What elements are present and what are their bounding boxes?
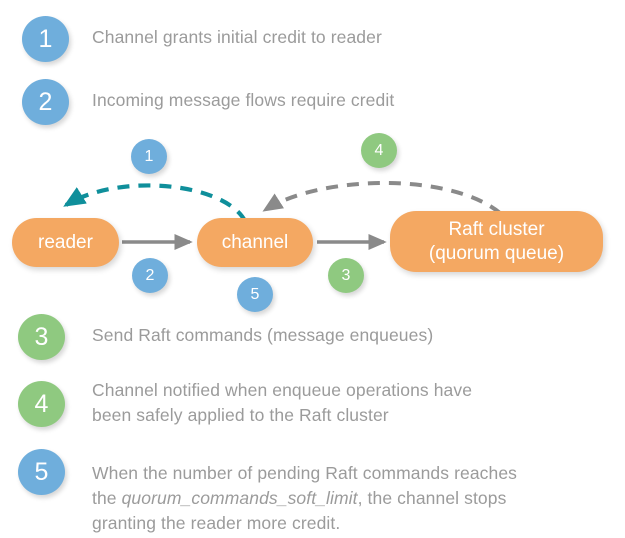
legend-badge-2: 2 [22, 79, 69, 125]
legend-text-3: Send Raft commands (message enqueues) [92, 325, 434, 345]
legend-badge-5: 5 [18, 449, 65, 495]
legend-text-5-italic: quorum_commands_soft_limit [121, 488, 358, 508]
node-reader-label: reader [38, 231, 93, 253]
node-raft-label-line2: (quorum queue) [428, 242, 565, 264]
edge-badge-1: 1 [131, 139, 167, 174]
legend-text-5: When the number of pending Raft commands… [92, 436, 517, 536]
legend-text-5-part1: When the number of pending Raft commands… [92, 463, 518, 508]
legend-text-5-part2: , the channel stops granting the reader … [92, 488, 507, 533]
edge-badge-3: 3 [328, 258, 364, 293]
legend-badge-1: 1 [22, 16, 69, 62]
legend-badge-4: 4 [18, 381, 65, 427]
node-reader[interactable]: reader [12, 218, 119, 267]
node-channel[interactable]: channel [197, 218, 313, 267]
legend-text-4: Channel notified when enqueue operations… [92, 380, 473, 425]
legend-text-1: Channel grants initial credit to reader [92, 27, 382, 47]
legend-badge-3: 3 [18, 314, 65, 360]
node-raft-cluster[interactable]: Raft cluster (quorum queue) [390, 211, 603, 272]
edge-badge-5: 5 [237, 277, 273, 312]
node-raft-label-line1: Raft cluster [448, 218, 545, 240]
node-channel-label: channel [221, 231, 289, 253]
edge-raft-to-channel [262, 181, 502, 215]
legend-text-2: Incoming message flows require credit [92, 90, 395, 110]
edge-channel-to-reader [63, 183, 247, 223]
edge-badge-2: 2 [132, 258, 168, 293]
edge-badge-4: 4 [361, 133, 397, 168]
